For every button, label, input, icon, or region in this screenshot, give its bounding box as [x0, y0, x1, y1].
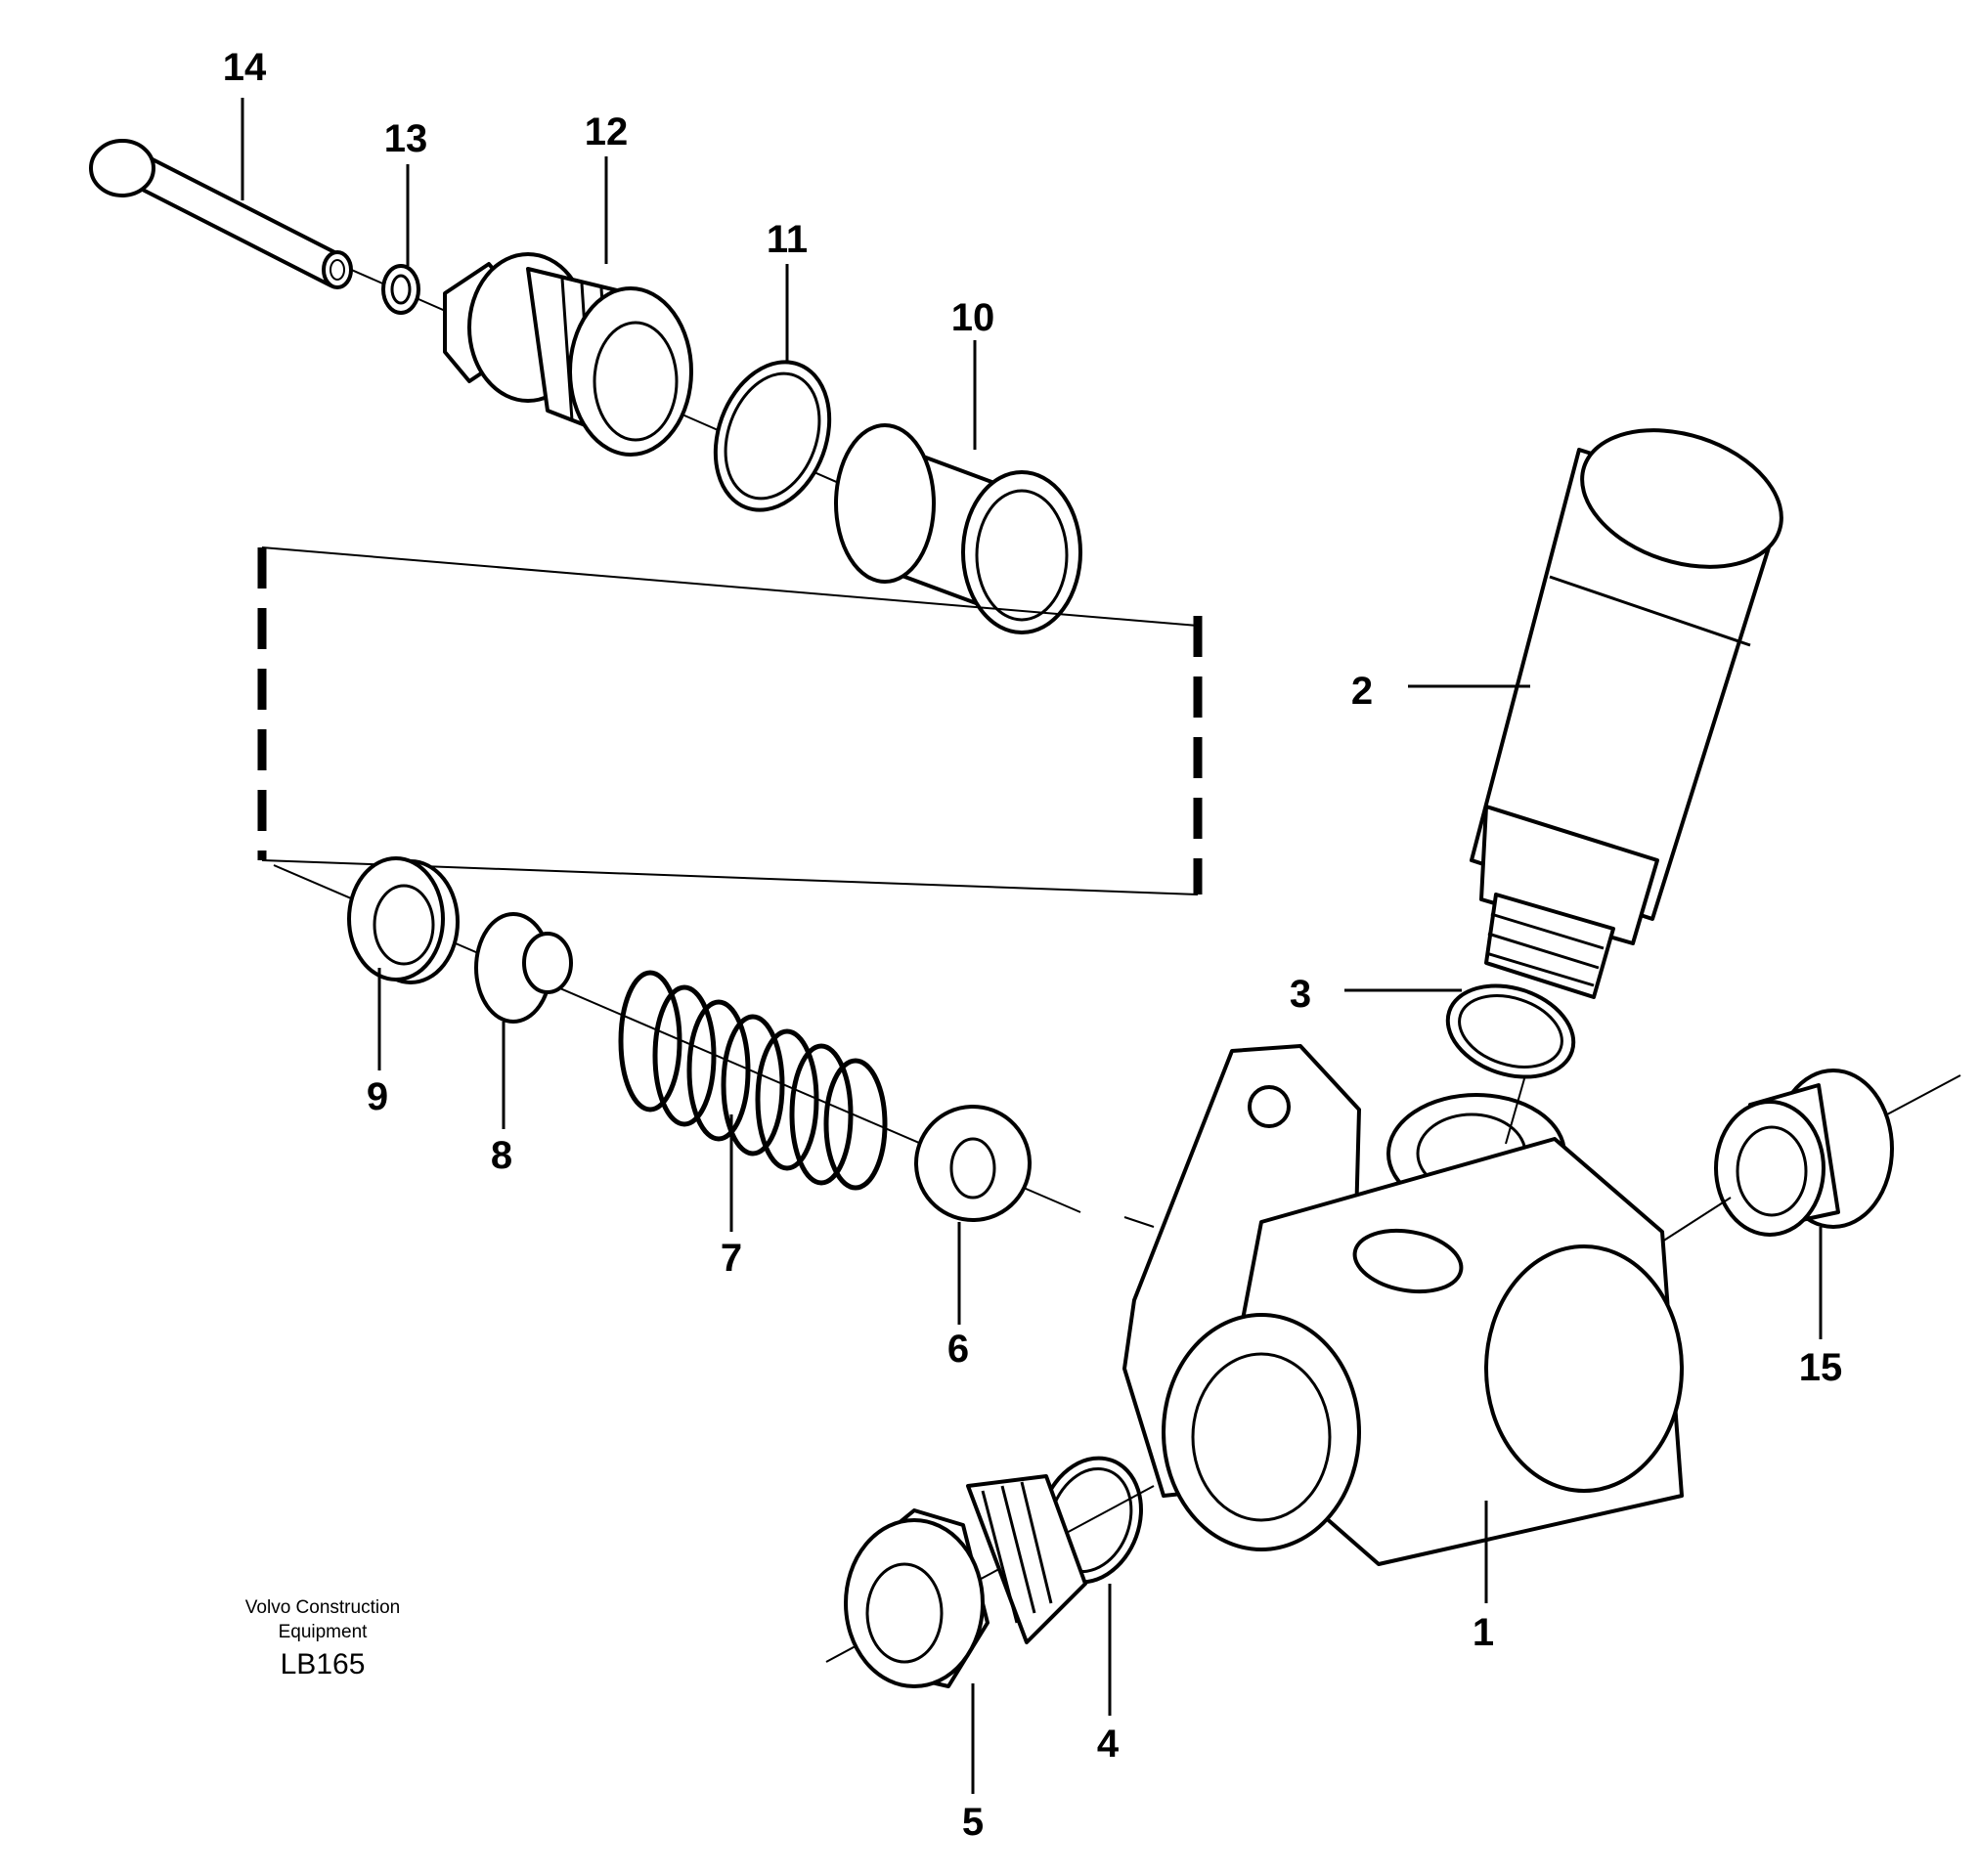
- callout-2: 2: [1351, 670, 1373, 713]
- callout-10: 10: [951, 296, 995, 339]
- part-13-seal-ring: [381, 264, 420, 315]
- part-11-o-ring: [713, 360, 832, 512]
- callout-7: 7: [721, 1237, 742, 1280]
- callout-14: 14: [223, 46, 267, 89]
- callout-1: 1: [1473, 1611, 1494, 1654]
- callout-3: 3: [1290, 973, 1311, 1016]
- credit-block: Volvo Construction Equipment LB165: [245, 1597, 400, 1680]
- part-15-plug: [1661, 1069, 1961, 1243]
- part-6-washer: [914, 1105, 1032, 1222]
- callout-4: 4: [1097, 1723, 1120, 1766]
- credit-line-1: Volvo Construction: [245, 1597, 400, 1618]
- part-12-threaded-plug: [443, 252, 693, 457]
- part-14-bolt: [89, 139, 353, 289]
- callout-8: 8: [491, 1134, 512, 1177]
- part-3-o-ring: [1445, 983, 1576, 1079]
- part-9-seal: [347, 856, 460, 984]
- callout-6: 6: [947, 1328, 969, 1371]
- credit-line-2: Equipment: [279, 1622, 369, 1642]
- callout-9: 9: [367, 1075, 388, 1118]
- diagram-code: LB165: [281, 1648, 366, 1680]
- callout-13: 13: [384, 117, 428, 160]
- part-7-spring: [618, 970, 888, 1191]
- callout-11: 11: [767, 218, 808, 261]
- part-1-pump-housing: [1122, 1044, 1684, 1566]
- callout-15: 15: [1799, 1346, 1843, 1389]
- part-2-filter: [1470, 428, 1783, 999]
- part-5-fitting: [825, 1474, 1155, 1688]
- part-8-valve: [474, 912, 573, 1024]
- callout-5: 5: [962, 1801, 984, 1844]
- callout-12: 12: [585, 110, 629, 153]
- part-10-sleeve: [834, 423, 1082, 634]
- leader-lines: [241, 98, 1823, 1794]
